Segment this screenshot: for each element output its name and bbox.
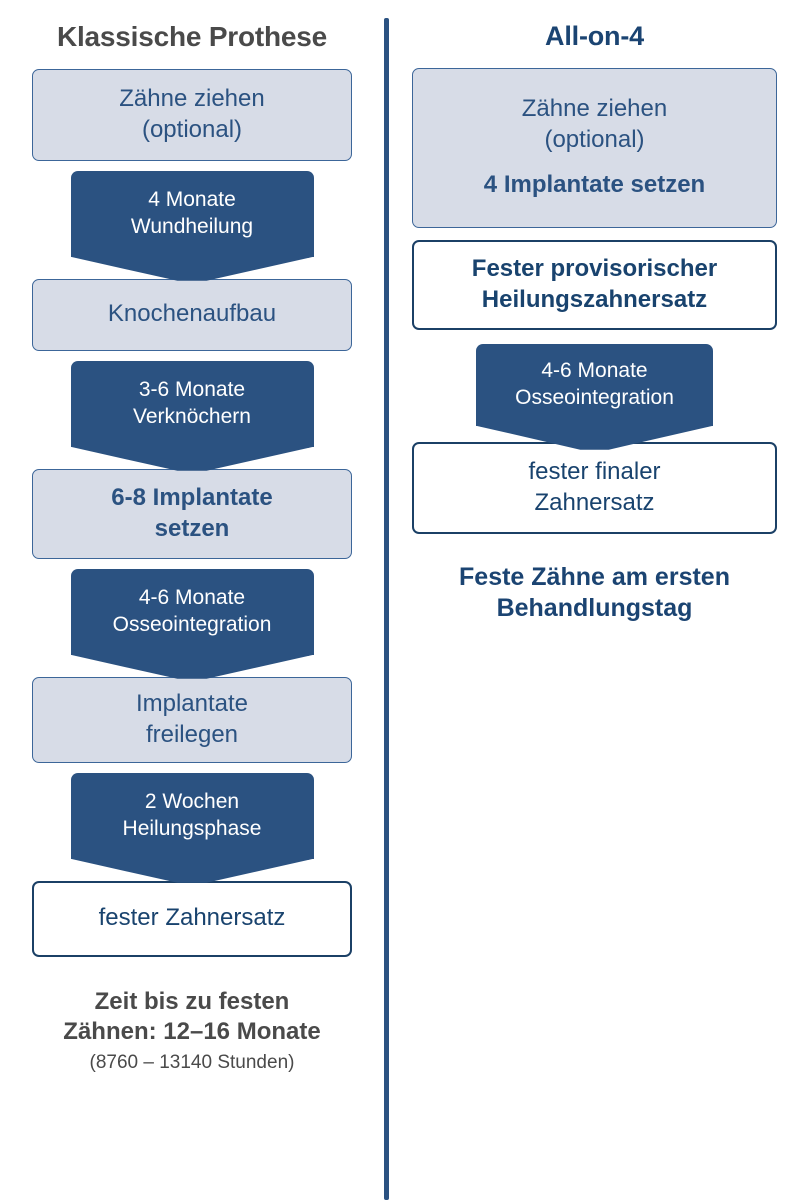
footer-line: Zähnen: 12–16 Monate: [63, 1017, 321, 1045]
step-line: 4-6 Monate: [138, 585, 246, 609]
step-line: 3-6 Monate: [138, 377, 246, 401]
step-box-light: Zähne ziehen(optional) 4 Implantate setze…: [412, 67, 777, 228]
step-line: Heilungszahnersatz: [481, 285, 708, 313]
step-line: freilegen: [145, 720, 239, 748]
step-line: fester Zahnersatz: [98, 904, 286, 932]
step-line: Wundheilung: [130, 214, 254, 238]
step-line: 6-8 Implantate: [111, 484, 273, 512]
step-line: Osseointegration: [515, 385, 674, 409]
step-line: Zähne ziehen: [521, 95, 668, 123]
footer-subtext: (8760 – 13140 Stunden): [89, 1052, 295, 1074]
step-line: 4 Implantate setzen: [483, 171, 706, 199]
column-all-on-4: All-on-4 Zähne ziehen(optional) 4 Implant…: [389, 0, 800, 624]
step-box-outline: fester Zahnersatz: [32, 880, 352, 957]
step-line: Zähne ziehen: [119, 85, 265, 113]
column-header-left: Klassische Prothese: [56, 21, 328, 52]
footer-line: Feste Zähne am ersten: [459, 562, 730, 591]
step-line: Implantate: [135, 690, 249, 718]
step-line: (optional): [544, 125, 645, 153]
footer-line: Behandlungstag: [496, 593, 693, 622]
column-klassische-prothese: Klassische Prothese Zähne ziehen(optiona…: [0, 0, 384, 1075]
column-header-right: All-on-4: [545, 21, 644, 51]
step-box-light: Zähne ziehen(optional): [32, 68, 352, 161]
step-line: 4-6 Monate: [541, 358, 648, 382]
step-line: 4 Monate: [148, 187, 236, 211]
step-line: fester finaler: [528, 457, 661, 485]
step-line: Heilungsphase: [122, 816, 262, 840]
column-divider: [384, 18, 389, 1200]
step-line: Osseointegration: [112, 612, 272, 636]
step-line: setzen: [154, 514, 230, 542]
step-line: (optional): [141, 115, 243, 143]
step-list-right: Zähne ziehen(optional) 4 Implantate setze…: [405, 67, 784, 534]
step-line: Verknöchern: [133, 404, 251, 428]
step-line: 2 Wochen: [144, 789, 240, 813]
footer-line: Zeit bis zu festen: [94, 987, 290, 1015]
step-line: Zahnersatz: [534, 488, 655, 516]
step-line: Knochenaufbau: [107, 300, 277, 328]
step-box-light: Knochenaufbau: [32, 278, 352, 351]
step-line: Fester provisorischer: [471, 254, 718, 282]
